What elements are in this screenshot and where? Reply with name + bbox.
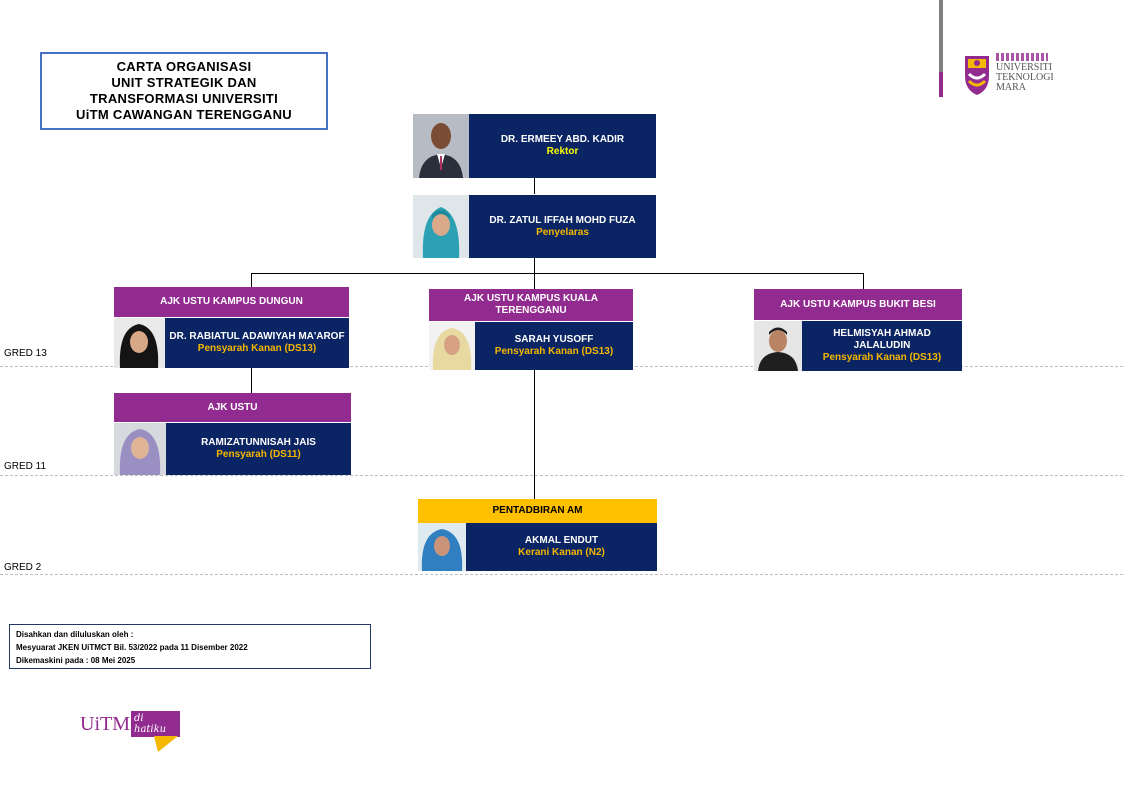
- person-photo-icon: [754, 321, 802, 371]
- ajk-card: RAMIZATUNNISAH JAIS Pensyarah (DS11): [114, 423, 351, 475]
- penyelaras-name: DR. ZATUL IFFAH MOHD FUZA: [489, 214, 636, 226]
- top-right-divider-accent: [939, 72, 943, 97]
- title-line-4: UiTM CAWANGAN TERENGGANU: [76, 107, 292, 122]
- uitm-dihatiku-logo: UiTM di hatiku: [80, 711, 180, 754]
- connector-bus-dungun: [251, 273, 252, 287]
- approval-line-2: Mesyuarat JKEN UiTMCT Bil. 53/2022 pada …: [16, 643, 248, 652]
- bukit-card: HELMISYAH AHMAD JALALUDIN Pensyarah Kana…: [754, 321, 962, 371]
- logo-arabic-script: [996, 53, 1048, 61]
- person-photo-icon: [114, 318, 165, 368]
- grade-2-label: GRED 2: [4, 562, 42, 573]
- approval-box: Disahkan dan diluluskan oleh : Mesyuarat…: [9, 624, 371, 669]
- penyelaras-card: DR. ZATUL IFFAH MOHD FUZA Penyelaras: [413, 195, 656, 258]
- footer-logo-script: di hatiku: [131, 711, 180, 737]
- kuala-name: SARAH YUSOFF: [514, 334, 594, 345]
- logo-line-1: UNIVERSITI: [996, 62, 1053, 73]
- grade-11-label: GRED 11: [4, 461, 47, 472]
- pentadbiran-card: AKMAL ENDUT Kerani Kanan (N2): [418, 523, 657, 571]
- approval-line-3: Dikemaskini pada : 08 Mei 2025: [16, 656, 136, 665]
- person-photo-icon: [418, 523, 466, 571]
- title-line-2: UNIT STRATEGIK DAN: [111, 75, 257, 90]
- grade-2-divider: [0, 574, 1123, 575]
- pentadbiran-name: AKMAL ENDUT: [524, 535, 599, 546]
- approval-line-1: Disahkan dan diluluskan oleh :: [16, 630, 134, 639]
- pentadbiran-header: PENTADBIRAN AM: [418, 499, 657, 523]
- pentadbiran-text: AKMAL ENDUT Kerani Kanan (N2): [466, 523, 657, 571]
- title-line-3: TRANSFORMASI UNIVERSITI: [89, 91, 279, 106]
- person-photo-icon: [114, 423, 166, 475]
- ajk-position: Pensyarah (DS11): [216, 449, 301, 460]
- dungun-card: DR. RABIATUL ADAWIYAH MA'AROF Pensyarah …: [114, 318, 349, 368]
- kuala-position: Pensyarah Kanan (DS13): [494, 346, 614, 357]
- rektor-card: DR. ERMEEY ABD. KADIR Rektor: [413, 114, 656, 178]
- ajk-text: RAMIZATUNNISAH JAIS Pensyarah (DS11): [166, 423, 351, 475]
- footer-logo-main: UiTM: [80, 713, 130, 735]
- connector-rektor-penyelaras: [534, 177, 535, 194]
- dungun-name: DR. RABIATUL ADAWIYAH MA'AROF: [169, 331, 345, 342]
- grade-11-divider: [0, 475, 1123, 476]
- logo-line-3: MARA: [996, 82, 1027, 93]
- dungun-text: DR. RABIATUL ADAWIYAH MA'AROF Pensyarah …: [165, 318, 349, 368]
- penyelaras-position: Penyelaras: [536, 226, 589, 238]
- rektor-position: Rektor: [546, 146, 579, 157]
- person-photo-icon: [413, 195, 469, 258]
- bukit-header: AJK USTU KAMPUS BUKIT BESI: [754, 289, 962, 320]
- bukit-text: HELMISYAH AHMAD JALALUDIN Pensyarah Kana…: [802, 321, 962, 371]
- connector-kuala-pentadbiran: [534, 369, 535, 499]
- chart-title-box: CARTA ORGANISASI UNIT STRATEGIK DAN TRAN…: [40, 52, 328, 130]
- bukit-position: Pensyarah Kanan (DS13): [822, 352, 942, 363]
- kuala-text: SARAH YUSOFF Pensyarah Kanan (DS13): [475, 322, 633, 370]
- rektor-name: DR. ERMEEY ABD. KADIR: [500, 134, 625, 145]
- grade-13-label: GRED 13: [4, 348, 47, 359]
- dungun-header: AJK USTU KAMPUS DUNGUN: [114, 287, 349, 317]
- connector-dungun-ajk: [251, 367, 252, 393]
- kuala-card: SARAH YUSOFF Pensyarah Kanan (DS13): [429, 322, 633, 370]
- logo-arrow-icon: [154, 736, 178, 752]
- person-photo-icon: [413, 114, 469, 178]
- connector-horizontal-bus: [251, 273, 864, 274]
- kuala-header: AJK USTU KAMPUS KUALA TERENGGANU: [429, 289, 633, 321]
- pentadbiran-position: Kerani Kanan (N2): [518, 547, 605, 558]
- dungun-position: Pensyarah Kanan (DS13): [197, 343, 317, 354]
- title-line-1: CARTA ORGANISASI: [116, 59, 252, 74]
- uitm-logo: UNIVERSITI TEKNOLOGI MARA: [962, 52, 1054, 98]
- uitm-crest-icon: [965, 56, 989, 95]
- ajk-name: RAMIZATUNNISAH JAIS: [201, 437, 316, 448]
- rektor-text: DR. ERMEEY ABD. KADIR Rektor: [469, 114, 656, 178]
- person-photo-icon: [429, 322, 475, 370]
- penyelaras-text: DR. ZATUL IFFAH MOHD FUZA Penyelaras: [469, 195, 656, 258]
- ajk-header: AJK USTU: [114, 393, 351, 422]
- top-right-divider: [939, 0, 943, 97]
- bukit-name: HELMISYAH AHMAD JALALUDIN: [833, 328, 931, 351]
- connector-bus-bukit: [863, 273, 864, 289]
- logo-line-2: TEKNOLOGI: [996, 72, 1054, 83]
